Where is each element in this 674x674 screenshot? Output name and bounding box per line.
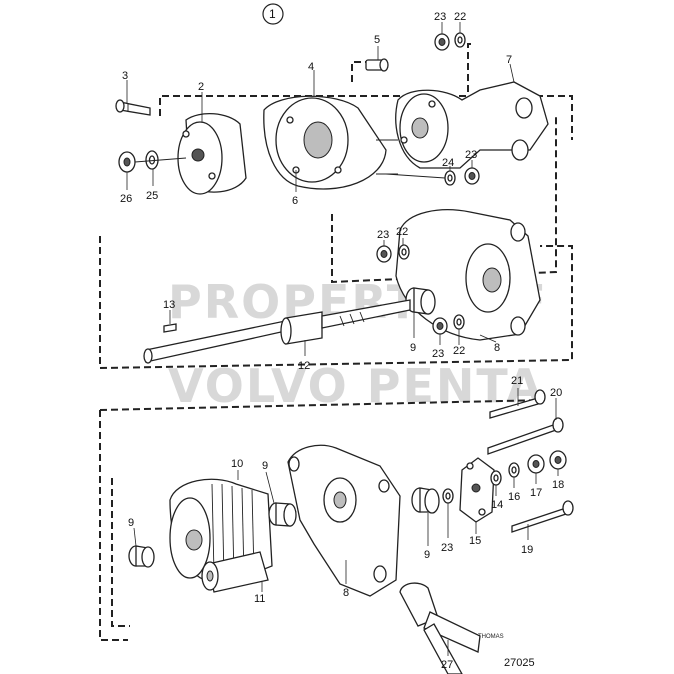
part-labels: 3 2 4 5 7 23 22 26 25 6 24 23 23 22 13 1… <box>120 11 564 671</box>
label-part-11: 11 <box>254 593 265 605</box>
label-part-23-c: 23 <box>377 229 389 241</box>
label-part-18: 18 <box>552 479 564 491</box>
label-part-23-e: 23 <box>441 542 453 554</box>
label-part-14: 14 <box>491 499 503 511</box>
part-9-bushing-left <box>128 545 155 568</box>
part-13-key <box>163 323 177 333</box>
part-24-washer <box>444 170 456 186</box>
label-part-24: 24 <box>442 157 454 169</box>
part-7-pump-housing <box>395 81 549 169</box>
label-part-8-b: 8 <box>343 587 349 599</box>
part-5-screw <box>365 58 389 72</box>
part-22-washer-top <box>454 32 466 48</box>
lower-outline-left-inner <box>111 478 130 627</box>
label-part-23-d: 23 <box>432 348 444 360</box>
part-3-screw <box>115 99 151 116</box>
part-20-bolt <box>487 417 564 455</box>
upper-outline <box>159 95 573 140</box>
part-4-housing <box>263 95 387 190</box>
label-part-9-c: 9 <box>128 517 134 529</box>
label-part-13: 13 <box>163 299 175 311</box>
part-22-washer-low <box>453 314 465 330</box>
label-part-17: 17 <box>530 487 542 499</box>
part-18-nut <box>549 450 567 470</box>
label-part-8-a: 8 <box>494 342 500 354</box>
lower-outline-left <box>99 410 128 641</box>
lower-outline-top <box>99 399 546 411</box>
nut-outline <box>467 43 472 92</box>
label-part-16: 16 <box>508 491 520 503</box>
drawing-number: 27025 <box>504 657 535 669</box>
part-17-nut <box>527 454 545 474</box>
label-part-21: 21 <box>511 375 523 387</box>
studs-top <box>134 139 446 179</box>
part-27-cable: THOMAS <box>399 582 504 674</box>
part-14-washer <box>490 470 502 486</box>
part-22-washer-mid <box>398 244 410 260</box>
part-23-nut-top <box>434 33 450 51</box>
label-part-22-a: 22 <box>454 11 466 23</box>
label-part-2: 2 <box>198 81 204 93</box>
label-part-26: 26 <box>120 193 132 205</box>
part-25-washer <box>145 150 159 170</box>
label-part-9-d: 9 <box>424 549 430 561</box>
part-9-bushing-right <box>411 487 440 514</box>
label-part-6: 6 <box>292 195 298 207</box>
label-part-12: 12 <box>298 360 310 372</box>
label-part-7: 7 <box>506 54 512 66</box>
label-part-5: 5 <box>374 34 380 46</box>
label-part-23-a: 23 <box>434 11 446 23</box>
label-part-9-b: 9 <box>262 460 268 472</box>
label-part-20: 20 <box>550 387 562 399</box>
part-8-pump-body <box>287 444 401 597</box>
label-part-23-b: 23 <box>465 149 477 161</box>
figure-number: 1 <box>269 7 276 21</box>
part-26-nut <box>118 151 136 173</box>
part-23-nut-low <box>432 317 448 335</box>
leader-lines <box>126 22 559 656</box>
label-part-27: 27 <box>441 659 453 671</box>
label-part-22-c: 22 <box>453 345 465 357</box>
part-23-nut-mid <box>464 167 480 185</box>
part-23-washer-lower <box>442 488 454 504</box>
part-21-bolt <box>489 389 546 419</box>
label-part-19: 19 <box>521 544 533 556</box>
label-part-3: 3 <box>122 70 128 82</box>
part-9-bushing-center <box>268 502 297 527</box>
label-part-9-a: 9 <box>410 342 416 354</box>
label-part-22-b: 22 <box>396 226 408 238</box>
figure-number-badge: 1 <box>262 3 284 25</box>
part-11-gear-shaft <box>201 551 269 593</box>
part-19-bolt <box>511 500 574 533</box>
label-part-25: 25 <box>146 190 158 202</box>
part-15-flange <box>459 457 495 523</box>
label-part-15: 15 <box>469 535 481 547</box>
middle-outline-outer <box>99 236 573 370</box>
label-part-10: 10 <box>231 458 243 470</box>
part-12-shaft <box>143 299 411 364</box>
part-16-washer <box>508 462 520 478</box>
part-23-nut-mid2 <box>376 245 392 263</box>
part-2-pulley <box>177 113 247 195</box>
cable-tag: THOMAS <box>478 634 504 640</box>
label-part-4: 4 <box>308 61 314 73</box>
